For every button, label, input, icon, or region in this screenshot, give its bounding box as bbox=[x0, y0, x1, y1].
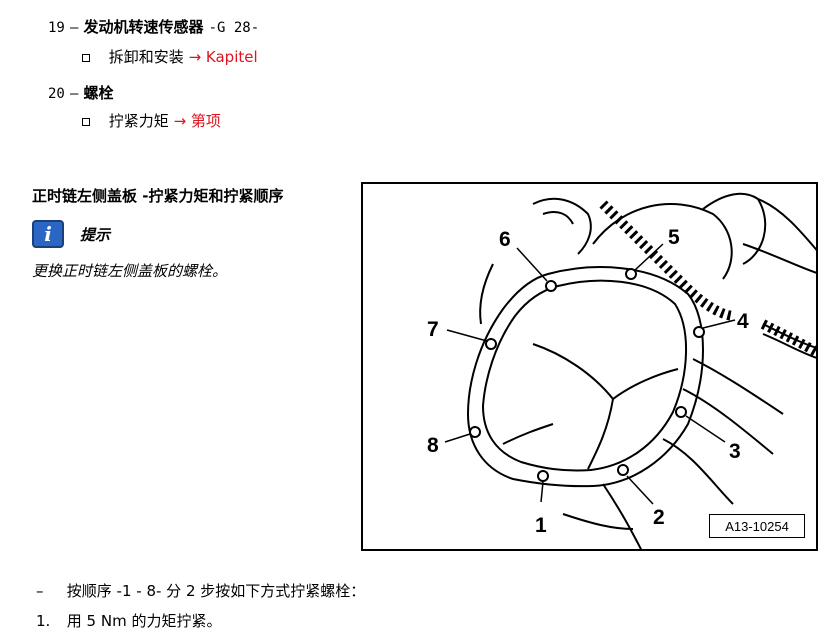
step-text: 按顺序 -1 - 8- 分 2 步按如下方式拧紧螺栓： bbox=[66, 582, 366, 600]
checkbox-bullet-icon bbox=[82, 53, 90, 62]
figure-label-2: 2 bbox=[653, 506, 665, 529]
item-19: 19 – 发动机转速传感器 -G 28- bbox=[48, 16, 259, 37]
step-marker: 1. bbox=[36, 612, 51, 630]
item-link[interactable]: → 第项 bbox=[173, 112, 221, 130]
sub-text: 拧紧力矩 bbox=[108, 112, 169, 130]
figure-label-4: 4 bbox=[737, 310, 749, 333]
note-text: 更换正时链左侧盖板的螺栓。 bbox=[32, 262, 228, 280]
item-dash: – bbox=[69, 86, 79, 102]
step-line: 1. 用 5 Nm 的力矩拧紧。 bbox=[36, 610, 221, 631]
item-dash: – bbox=[69, 20, 79, 36]
item-20: 20 – 螺栓 bbox=[48, 82, 114, 103]
step-text: 用 5 Nm 的力矩拧紧。 bbox=[66, 612, 222, 630]
item-title: 发动机转速传感器 bbox=[83, 18, 204, 36]
item-20-sub: 拧紧力矩 → 第项 bbox=[82, 110, 221, 131]
note-title: 提示 bbox=[80, 226, 111, 244]
checkbox-bullet-icon bbox=[82, 117, 90, 126]
step-marker: – bbox=[36, 582, 44, 600]
item-code: -G 28- bbox=[208, 20, 260, 36]
figure-label-5: 5 bbox=[668, 226, 680, 249]
figure-label-8: 8 bbox=[427, 434, 439, 457]
item-number: 19 bbox=[48, 20, 65, 36]
item-number: 20 bbox=[48, 86, 65, 102]
info-icon: i bbox=[32, 220, 64, 248]
cover-figure: 1 2 3 4 5 6 7 8 A13-10254 bbox=[361, 182, 818, 551]
sub-text: 拆卸和安装 bbox=[108, 48, 184, 66]
figure-label-7: 7 bbox=[427, 318, 439, 341]
item-title: 螺栓 bbox=[83, 84, 114, 102]
figure-label-3: 3 bbox=[729, 440, 741, 463]
figure-reference: A13-10254 bbox=[709, 514, 805, 538]
section-title: 正时链左侧盖板 -拧紧力矩和拧紧顺序 bbox=[32, 187, 284, 205]
kapitel-link[interactable]: → Kapitel bbox=[188, 48, 258, 66]
step-line: – 按顺序 -1 - 8- 分 2 步按如下方式拧紧螺栓： bbox=[36, 580, 365, 601]
figure-label-1: 1 bbox=[535, 514, 547, 537]
figure-label-6: 6 bbox=[499, 228, 511, 251]
item-19-sub: 拆卸和安装 → Kapitel bbox=[82, 46, 258, 67]
engine-cover-drawing: 1 2 3 4 5 6 7 8 bbox=[427, 192, 816, 549]
